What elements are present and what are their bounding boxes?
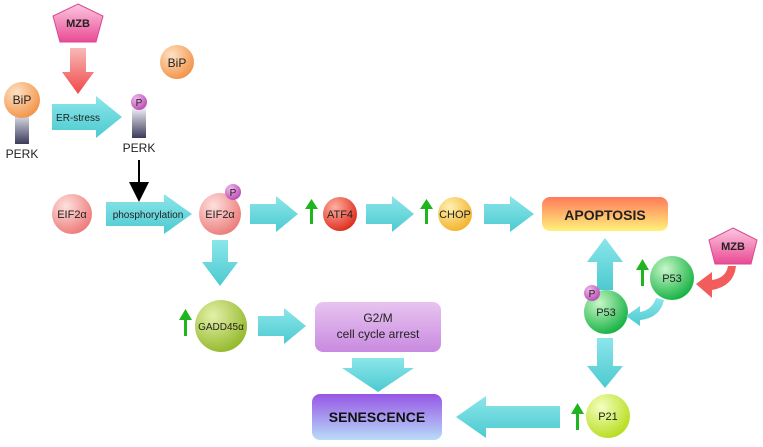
- gadd45a-up-arrow: [179, 309, 192, 336]
- g2m-to-senescence-arrow: [342, 358, 414, 392]
- er-stress-arrow: ER-stress: [52, 96, 122, 138]
- p53-upper-label: P53: [662, 273, 682, 285]
- atf4-label: ATF4: [327, 209, 353, 221]
- eif2a-to-atf4-arrow: [250, 196, 298, 232]
- p21-node: P21: [586, 394, 630, 438]
- p53-lower-label: P53: [596, 307, 616, 319]
- eif2a-to-gadd45a-arrow: [202, 240, 238, 286]
- mzb-to-p53-arrow: [696, 266, 736, 298]
- chop-to-apoptosis-arrow: [484, 196, 534, 232]
- p53-activation-arrow: [626, 298, 664, 326]
- atf4-up-arrow: [305, 199, 318, 224]
- bip-free-label: BiP: [168, 56, 187, 70]
- bip-perk-complex: BiP PERK: [4, 82, 40, 161]
- p21-to-senescence-arrow: [456, 396, 560, 438]
- eif2a-right-node: EIF2α P: [199, 184, 241, 235]
- phosphorylation-label: phosphorylation: [113, 210, 184, 221]
- mzb-top-label: MZB: [66, 18, 90, 30]
- apoptosis-box: APOPTOSIS: [542, 197, 668, 231]
- chop-up-arrow: [420, 199, 433, 224]
- bip-bound-label: BiP: [13, 93, 32, 107]
- p-perk-label: P: [136, 98, 143, 109]
- chop-node: CHOP: [438, 197, 472, 231]
- p53-upper-up-arrow: [636, 259, 649, 286]
- g2m-box: G2/M cell cycle arrest: [315, 302, 441, 352]
- atf4-node: ATF4: [323, 197, 357, 231]
- phosphorylation-arrow: phosphorylation: [106, 194, 192, 234]
- p53-upper-node: P53: [650, 256, 694, 300]
- p53-to-p21-arrow: [587, 338, 623, 388]
- atf4-to-chop-arrow: [366, 196, 414, 232]
- p53-lower-node: P53 P: [584, 285, 628, 334]
- senescence-box: SENESCENCE: [312, 394, 442, 440]
- p21-up-arrow: [571, 403, 584, 430]
- perk-left-label: PERK: [6, 147, 39, 161]
- gadd45a-node: GADD45α: [195, 300, 247, 352]
- g2m-line2-label: cell cycle arrest: [337, 327, 420, 341]
- g2m-line1-label: G2/M: [363, 311, 392, 325]
- mzb-right-node: MZB: [708, 227, 758, 265]
- gadd45a-to-g2m-arrow: [258, 308, 306, 344]
- p53-to-apoptosis-arrow: [587, 238, 623, 290]
- mzb-down-arrow: [62, 48, 94, 94]
- bip-free-node: BiP: [160, 45, 194, 79]
- mzb-right-label: MZB: [721, 241, 745, 253]
- senescence-label: SENESCENCE: [329, 409, 425, 425]
- perk-right-label: PERK: [123, 141, 156, 155]
- eif2a-left-label: EIF2α: [57, 209, 87, 221]
- gadd45a-label: GADD45α: [198, 322, 244, 333]
- eif2a-right-label: EIF2α: [205, 209, 235, 221]
- p-p53-label: P: [589, 289, 596, 300]
- p21-label: P21: [598, 411, 618, 423]
- eif2a-left-node: EIF2α: [52, 194, 92, 234]
- apoptosis-label: APOPTOSIS: [564, 207, 645, 223]
- chop-label: CHOP: [439, 209, 471, 221]
- phospho-perk-node: P PERK: [123, 94, 156, 155]
- p-eif2a-label: P: [230, 188, 237, 199]
- er-stress-label: ER-stress: [56, 113, 100, 124]
- mzb-top-node: MZB: [52, 3, 104, 43]
